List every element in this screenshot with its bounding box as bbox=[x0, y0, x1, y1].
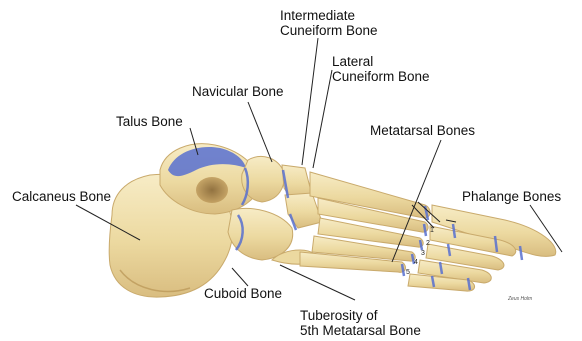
metatarsal-number: 4 bbox=[414, 259, 418, 266]
artist-signature: Zeus Holm bbox=[508, 296, 532, 302]
lateral-cuneiform-bone bbox=[285, 193, 322, 228]
metatarsal-label: Metatarsal Bones bbox=[370, 123, 475, 138]
phalange-label: Phalange Bones bbox=[462, 189, 561, 204]
metatarsal-number: 3 bbox=[421, 250, 425, 257]
intermediate-cuneiform-label: Intermediate Cuneiform Bone bbox=[280, 8, 378, 38]
calcaneus-label: Calcaneus Bone bbox=[12, 189, 111, 204]
metatarsal-number: 2 bbox=[426, 240, 430, 247]
cuboid-label: Cuboid Bone bbox=[204, 286, 282, 301]
tuberosity-label: Tuberosity of 5th Metatarsal Bone bbox=[300, 308, 421, 338]
phalange-bones bbox=[408, 205, 556, 291]
navicular-label: Navicular Bone bbox=[192, 84, 284, 99]
metatarsal-bones bbox=[300, 172, 430, 272]
metatarsal-number: 5 bbox=[406, 269, 410, 276]
lateral-cuneiform-label: Lateral Cuneiform Bone bbox=[332, 54, 430, 84]
talus-label: Talus Bone bbox=[116, 114, 183, 129]
